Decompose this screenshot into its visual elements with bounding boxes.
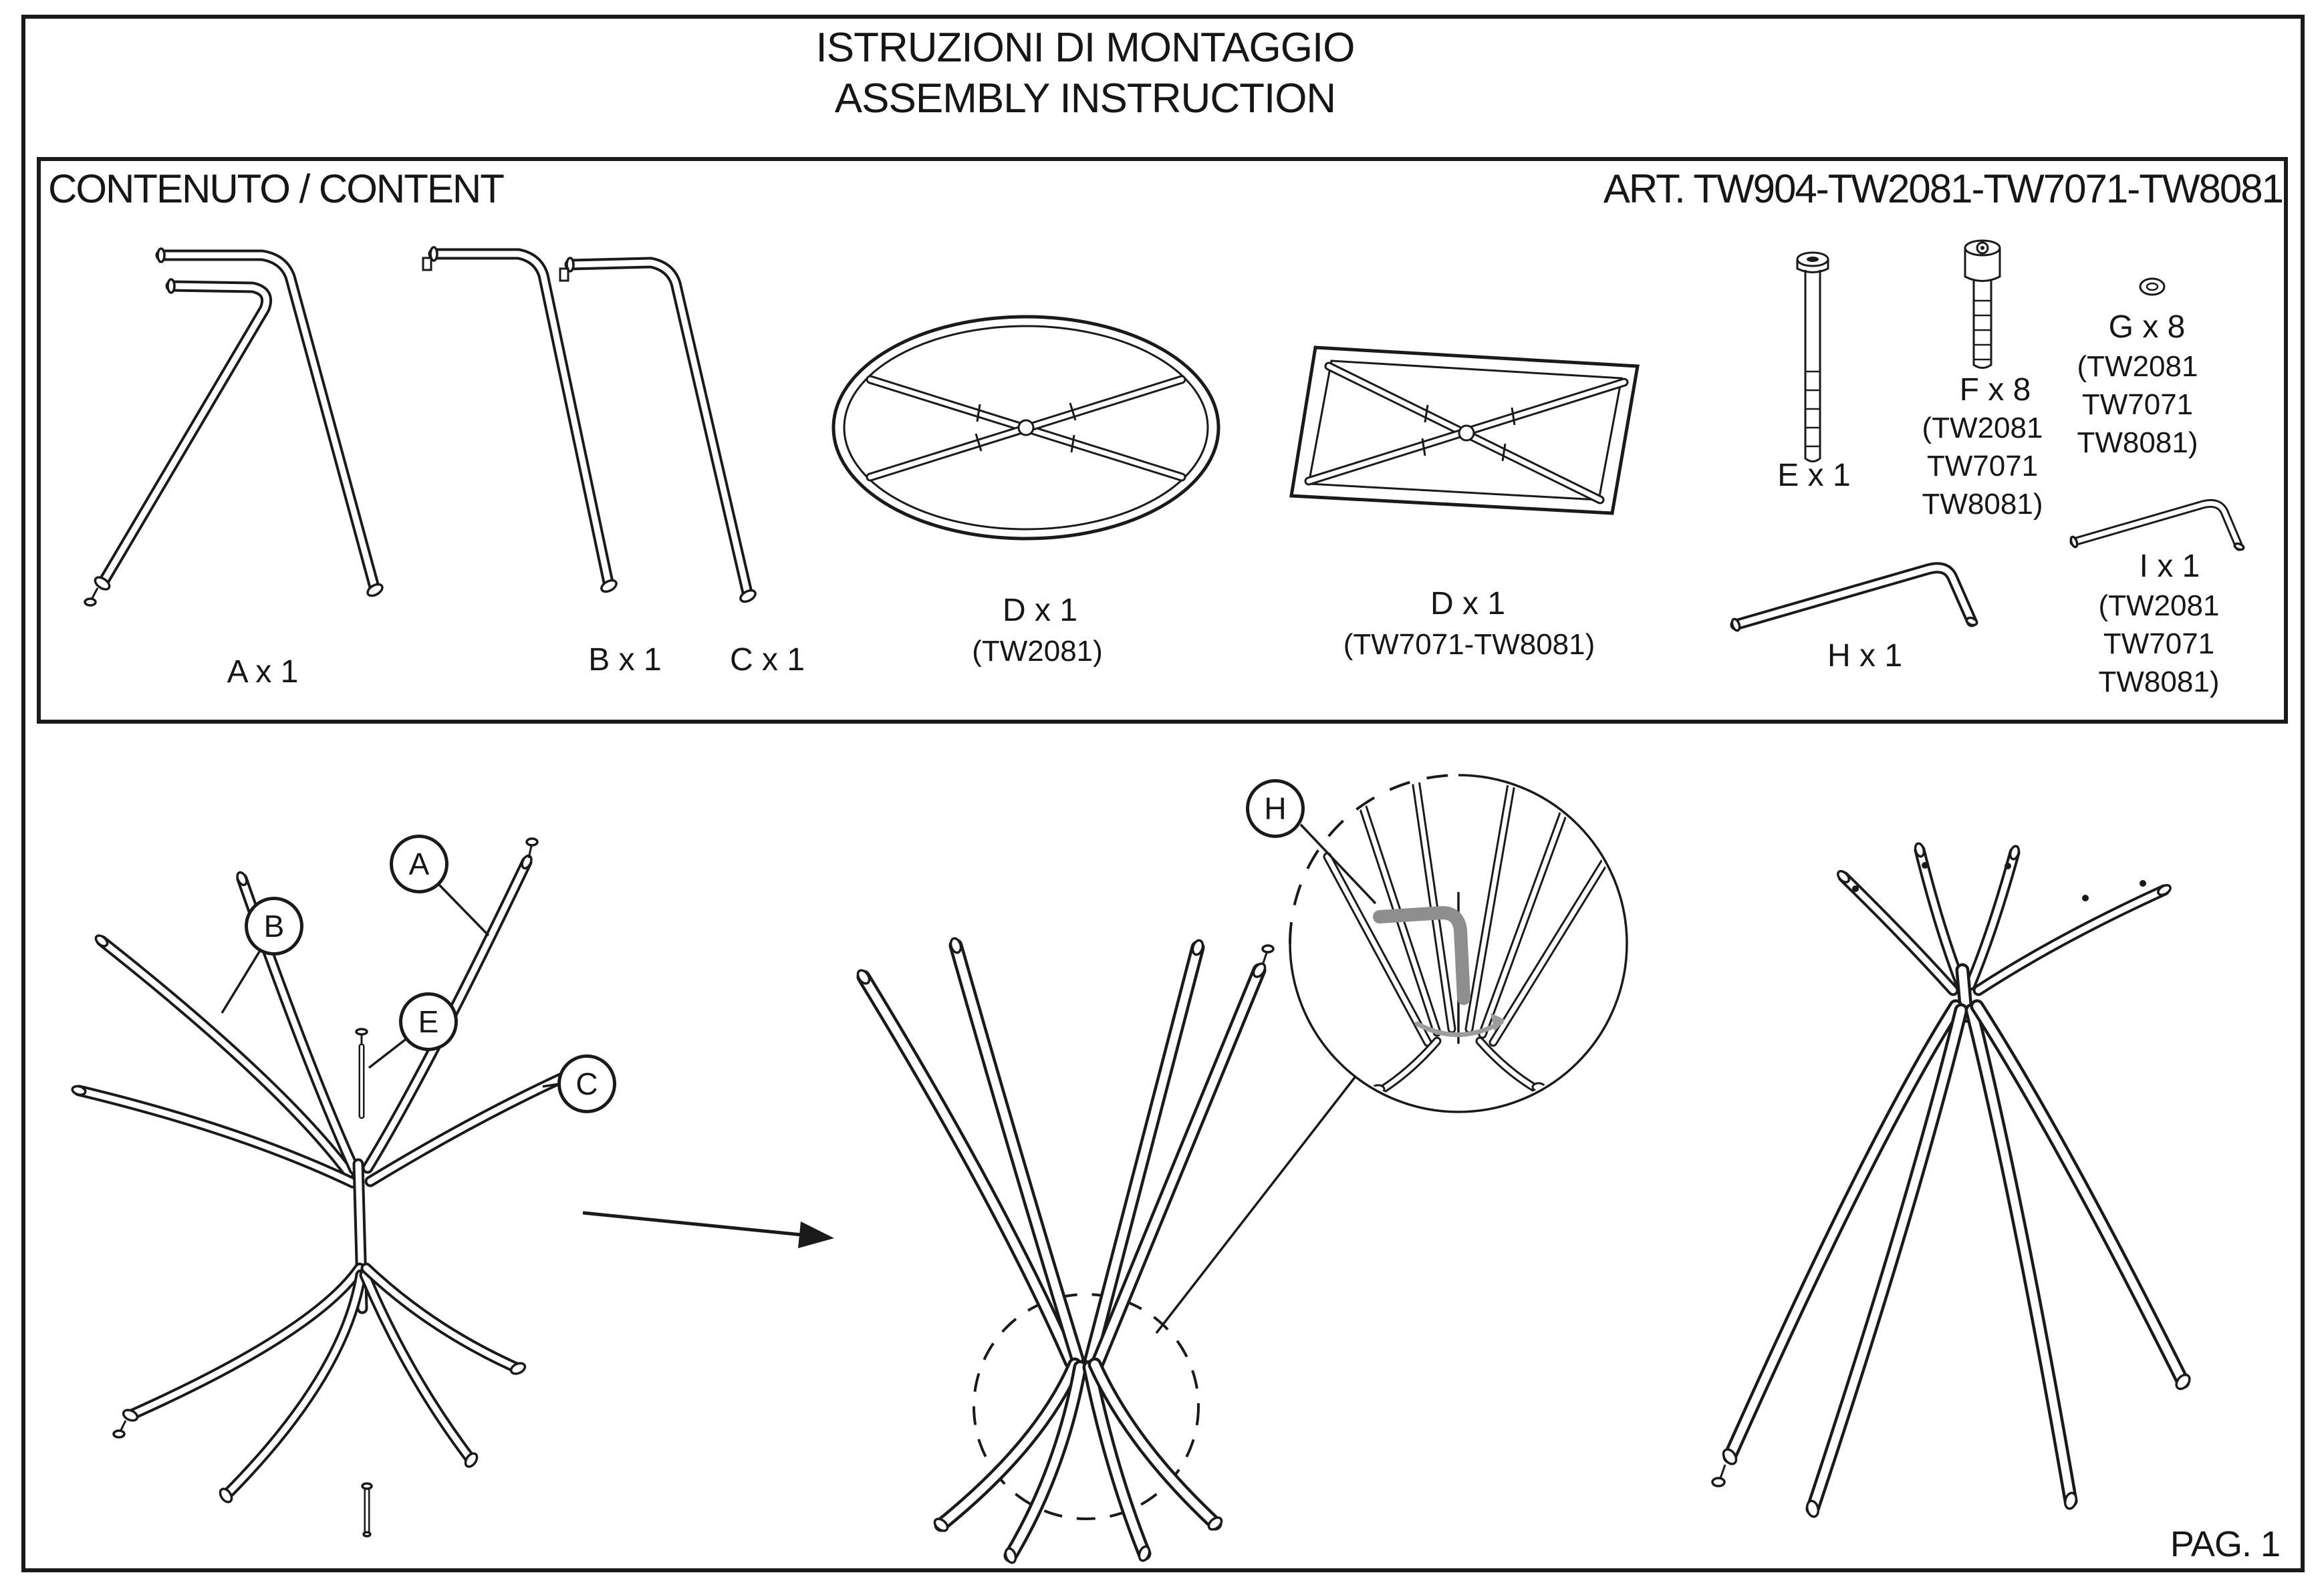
part-i-allen-key-drawing bbox=[2070, 503, 2245, 551]
part-a-drawing bbox=[84, 247, 384, 607]
part-c-drawing bbox=[559, 257, 757, 603]
page-number: PAG. 1 bbox=[2170, 1524, 2281, 1564]
part-b-drawing bbox=[422, 246, 618, 593]
page-borders bbox=[21, 15, 2305, 1572]
part-f-variant: (TW2081 TW7071 TW8081) bbox=[1922, 412, 2043, 521]
part-d-rect-variant: (TW7071-TW8081) bbox=[1343, 628, 1595, 661]
callout-b: B bbox=[245, 897, 303, 956]
part-i-variant: (TW2081 TW7071 TW8081) bbox=[2098, 589, 2220, 698]
callout-a: A bbox=[390, 835, 448, 893]
step-arrow bbox=[582, 1211, 834, 1248]
part-h-label: H x 1 bbox=[1827, 638, 1903, 674]
part-g-label: G x 8 bbox=[2108, 309, 2186, 345]
callout-c: C bbox=[557, 1054, 616, 1113]
part-h-allen-key-drawing bbox=[1730, 568, 1978, 632]
title-line-english: ASSEMBLY INSTRUCTION bbox=[834, 76, 1336, 122]
callout-e: E bbox=[399, 992, 458, 1051]
part-d-round-label: D x 1 bbox=[1002, 593, 1078, 628]
article-number: ART. TW904-TW2081-TW7071-TW8081 bbox=[1603, 166, 2284, 211]
part-e-bolt-drawing bbox=[1796, 251, 1829, 462]
step1-exploded-drawing bbox=[71, 837, 577, 1538]
part-g-washer-drawing bbox=[2139, 277, 2166, 296]
callout-h: H bbox=[1246, 779, 1305, 838]
part-d-round-variant: (TW2081) bbox=[972, 635, 1103, 668]
part-d-rect-frame-drawing bbox=[1289, 345, 1640, 515]
step3-final-frame-drawing bbox=[1711, 842, 2191, 1518]
part-i-label: I x 1 bbox=[2139, 549, 2200, 584]
part-e-label: E x 1 bbox=[1777, 458, 1851, 493]
part-f-bolt-drawing bbox=[1964, 239, 2001, 369]
detail-circle-drawing bbox=[1289, 774, 1628, 1113]
part-f-label: F x 8 bbox=[1959, 372, 2031, 408]
content-section-label: CONTENUTO / CONTENT bbox=[48, 166, 505, 211]
part-g-variant: (TW2081 TW7071 TW8081) bbox=[2077, 350, 2198, 459]
title-line-italian: ISTRUZIONI DI MONTAGGIO bbox=[815, 25, 1355, 71]
part-a-label: A x 1 bbox=[227, 654, 299, 690]
part-b-label: B x 1 bbox=[588, 642, 662, 678]
part-d-round-frame-drawing bbox=[831, 315, 1220, 541]
part-c-label: C x 1 bbox=[729, 642, 805, 678]
sheet-title: ISTRUZIONI DI MONTAGGIO ASSEMBLY INSTRUC… bbox=[0, 23, 2170, 124]
step2-assembled-legs-drawing bbox=[856, 937, 1357, 1564]
part-d-rect-label: D x 1 bbox=[1430, 586, 1506, 621]
